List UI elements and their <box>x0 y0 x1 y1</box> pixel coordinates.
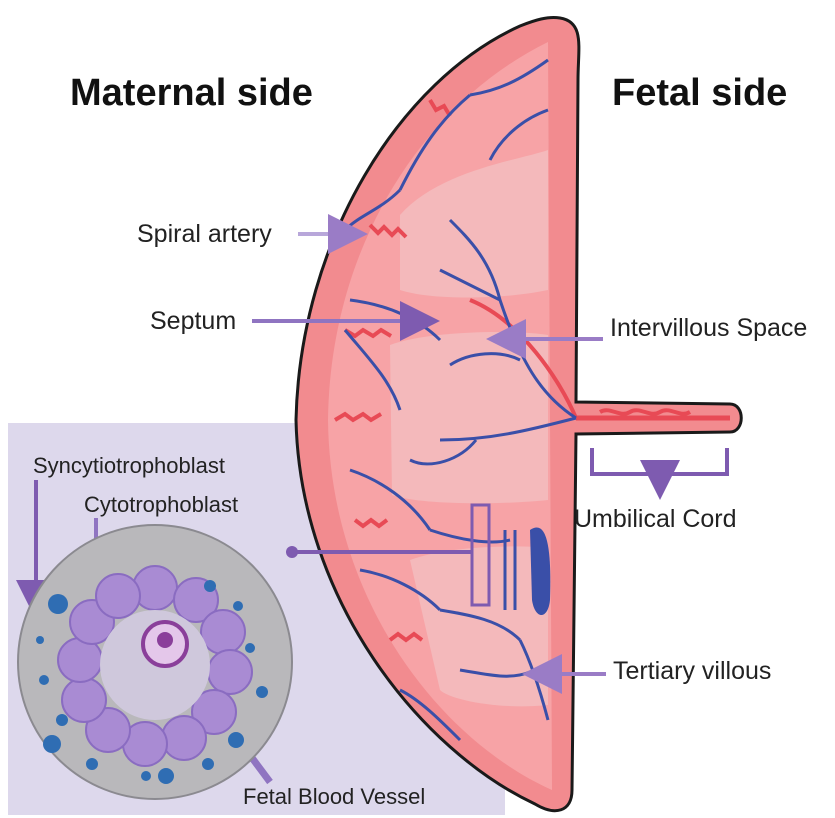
fetal-side-heading: Fetal side <box>612 74 787 112</box>
syncytiotrophoblast-label: Syncytiotrophoblast <box>33 455 225 477</box>
tertiary-villous-label: Tertiary villous <box>613 659 771 684</box>
intervillous-space-label: Intervillous Space <box>610 316 807 341</box>
maternal-side-heading: Maternal side <box>70 74 313 112</box>
septum-label: Septum <box>150 309 236 334</box>
umbilical-cord-bracket <box>592 448 727 492</box>
villous-cross-section <box>18 525 292 799</box>
umbilical-cord-label: Umbilical Cord <box>574 507 737 532</box>
cytotrophoblast-label: Cytotrophoblast <box>84 494 238 516</box>
spiral-artery-label: Spiral artery <box>137 222 272 247</box>
fetal-blood-vessel-label: Fetal Blood Vessel <box>243 786 425 808</box>
fetal-blood-vessel-nucleus <box>157 632 173 648</box>
pointer-dot <box>286 546 298 558</box>
